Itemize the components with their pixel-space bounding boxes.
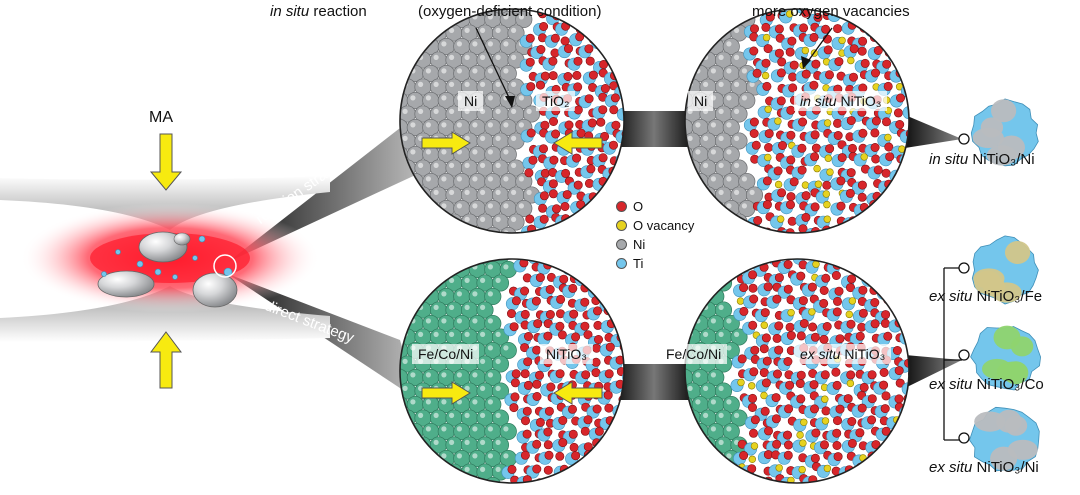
legend-item-oxygen: O — [616, 200, 643, 213]
zoom-marker — [213, 254, 237, 278]
bl-fe-co-ni-label: Fe/Co/Ni — [412, 344, 480, 364]
bl-nitio3-label: NiTiO₃ — [540, 344, 593, 364]
left-arrow — [553, 131, 603, 155]
product-particle — [958, 98, 1039, 167]
product-label-ex-situ-co: ex situ NiTiO₃/Co — [929, 376, 1044, 393]
atomic-circles — [399, 8, 910, 484]
product-label-ex-situ-fe: ex situ NiTiO₃/Fe — [929, 288, 1043, 305]
oxygen-deficient-label: (oxygen-deficient condition) — [418, 3, 602, 20]
product-particle — [958, 325, 1042, 391]
titanium-swatch — [616, 258, 627, 269]
connector-node — [958, 349, 970, 361]
right-arrow — [421, 131, 471, 155]
upper-mill-ball — [0, 176, 330, 230]
product-particle — [958, 406, 1040, 472]
product-label-in-situ-ni: in situ NiTiO₃/Ni — [929, 151, 1035, 168]
br-ex-situ-nitio3-label: ex situ NiTiO₃ — [794, 344, 892, 364]
bottom-left-circle — [399, 258, 625, 484]
vacancy-swatch — [616, 220, 627, 231]
tr-in-situ-nitio3-label: in situ NiTiO₃ — [794, 91, 888, 111]
tl-tio2-label: TiO₂ — [536, 91, 576, 111]
ma-label: MA — [149, 109, 173, 126]
product-particle — [958, 235, 1039, 305]
right-arrow — [421, 381, 471, 405]
connector-node — [958, 262, 970, 274]
nickel-swatch — [616, 239, 627, 250]
in-situ-reaction-label: in situ reaction — [270, 3, 367, 20]
tr-ni-label: Ni — [688, 91, 714, 111]
legend-item-vacancy: O vacancy — [616, 219, 694, 232]
legend-item-nickel: Ni — [616, 238, 645, 251]
product-label-ex-situ-ni: ex situ NiTiO₃/Ni — [929, 459, 1039, 476]
lower-mill-ball — [0, 286, 330, 342]
top-left-circle — [399, 8, 625, 234]
br-fe-co-ni-label: Fe/Co/Ni — [660, 344, 728, 364]
left-arrow — [553, 381, 603, 405]
powder-particles — [97, 231, 238, 308]
tl-ni-label: Ni — [458, 91, 484, 111]
bottom-connector-bar — [615, 364, 693, 400]
ma-up-arrow — [150, 331, 182, 389]
top-product-beam — [905, 115, 962, 148]
oxygen-swatch — [616, 201, 627, 212]
legend-item-titanium: Ti — [616, 257, 643, 270]
top-right-circle — [684, 8, 910, 234]
ma-down-arrow — [149, 133, 183, 191]
connector-node — [958, 133, 970, 145]
bottom-product-beam — [905, 355, 962, 388]
pointer-lines — [475, 27, 833, 108]
more-oxygen-vacancies-label: more oxygen vacancies — [752, 3, 910, 20]
connector-node — [958, 432, 970, 444]
product-particles — [958, 98, 1042, 472]
bottom-right-circle — [684, 258, 910, 484]
top-connector-bar — [615, 111, 693, 147]
ball-mill — [0, 133, 330, 389]
